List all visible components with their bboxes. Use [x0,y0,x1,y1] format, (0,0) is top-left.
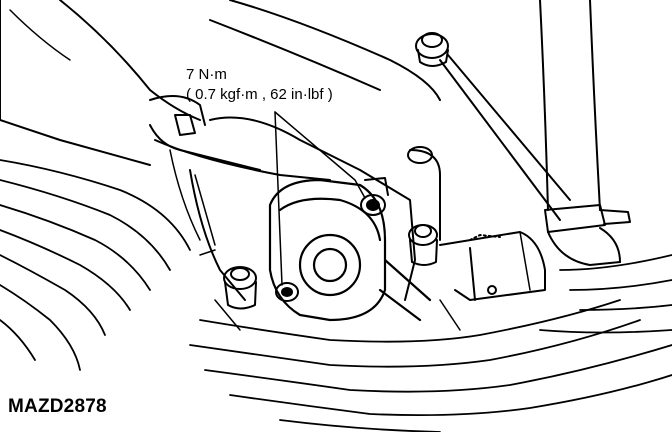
torque-value-conversions: ( 0.7 kgf·m , 62 in·lbf ) [186,86,333,103]
figure-reference-code: MAZD2878 [8,396,107,417]
sensor-screws [275,177,389,302]
vertical-hose [539,0,631,266]
hatched-bands [0,159,672,432]
detail-strokes [169,149,461,331]
intake-duct [149,0,441,181]
throttle-position-sensor [268,178,432,322]
mounting-bolts [223,224,438,310]
torque-value-metric: 7 N·m [186,66,227,83]
leader-lines [274,111,366,286]
throttle-body [189,116,441,301]
left-structure [0,0,201,166]
top-bolt [415,32,571,221]
idle-air-valve [439,231,546,301]
